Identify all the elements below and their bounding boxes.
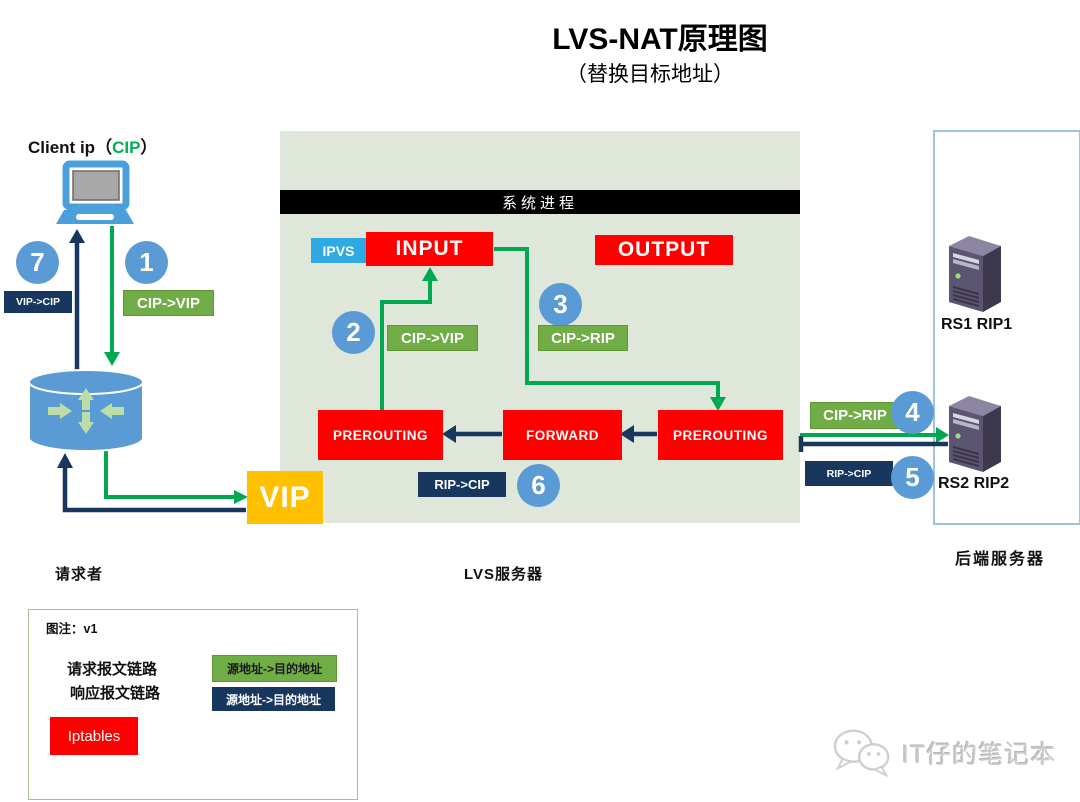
legend-request-addr-box: 源地址->目的地址 (212, 655, 337, 682)
prerouting-right-chain-box: PREROUTING (658, 410, 783, 460)
step3-cip-to-rip-box: CIP->RIP (538, 325, 628, 351)
watermark-text: IT仔的笔记本 (902, 741, 1057, 769)
page-subtitle: （替换目标地址） (566, 62, 734, 86)
legend-response-label: 响应报文链路 (70, 685, 161, 702)
client-cip: CIP (112, 138, 141, 157)
server-icon-rs1 (949, 236, 1001, 312)
wechat-icon (833, 729, 890, 778)
response-line-rs2-to-director (798, 436, 948, 452)
legend-title: 图注：v1 (46, 622, 98, 636)
lvs-area-label: LVS服务器 (464, 566, 544, 583)
watermark: IT仔的笔记本 (832, 726, 1056, 780)
output-chain-box: OUTPUT (595, 235, 733, 265)
response-arrow-vip-to-director (57, 453, 246, 513)
step-circle-4: 4 (891, 391, 934, 434)
step-circle-1: 1 (125, 241, 168, 284)
legend-request-label: 请求报文链路 (67, 661, 158, 678)
step-circle-2: 2 (332, 311, 375, 354)
laptop-icon (56, 160, 134, 224)
step5-rip-to-cip-box: RIP->CIP (805, 461, 893, 486)
step6-rip-to-cip-box: RIP->CIP (418, 472, 506, 497)
step-circle-3: 3 (539, 283, 582, 326)
backend-area-label: 后端服务器 (955, 549, 1046, 568)
step-circle-5: 5 (891, 456, 934, 499)
system-process-bar: 系统进程 (280, 190, 800, 214)
step7-vip-to-cip-box: VIP->CIP (4, 291, 72, 313)
ipvs-badge: IPVS (311, 238, 366, 263)
request-arrow-director-to-rs2 (800, 427, 949, 443)
server-icon-rs2 (949, 396, 1001, 472)
step-circle-7: 7 (16, 241, 59, 284)
page-title: LVS-NAT原理图 (552, 23, 768, 56)
step1-cip-to-vip-box: CIP->VIP (123, 290, 214, 316)
request-arrow-client-to-director (104, 226, 120, 366)
rs2-label: RS2 RIP2 (938, 475, 1010, 492)
forward-chain-box: FORWARD (503, 410, 622, 460)
router-director-icon (28, 369, 144, 452)
vip-box: VIP (247, 471, 323, 524)
client-label-prefix: Client ip (28, 138, 96, 157)
step4-cip-to-rip-box: CIP->RIP (810, 402, 900, 429)
legend-response-addr-box: 源地址->目的地址 (212, 687, 335, 711)
rs1-label: RS1 RIP1 (941, 316, 1013, 333)
legend-iptables-box: Iptables (50, 717, 138, 755)
prerouting-left-chain-box: PREROUTING (318, 410, 443, 460)
step2-cip-to-vip-box: CIP->VIP (387, 325, 478, 351)
input-chain-box: INPUT (366, 232, 493, 266)
requester-area-label: 请求者 (55, 566, 104, 583)
step-circle-6: 6 (517, 464, 560, 507)
client-label: Client ip（CIP） (28, 138, 158, 157)
